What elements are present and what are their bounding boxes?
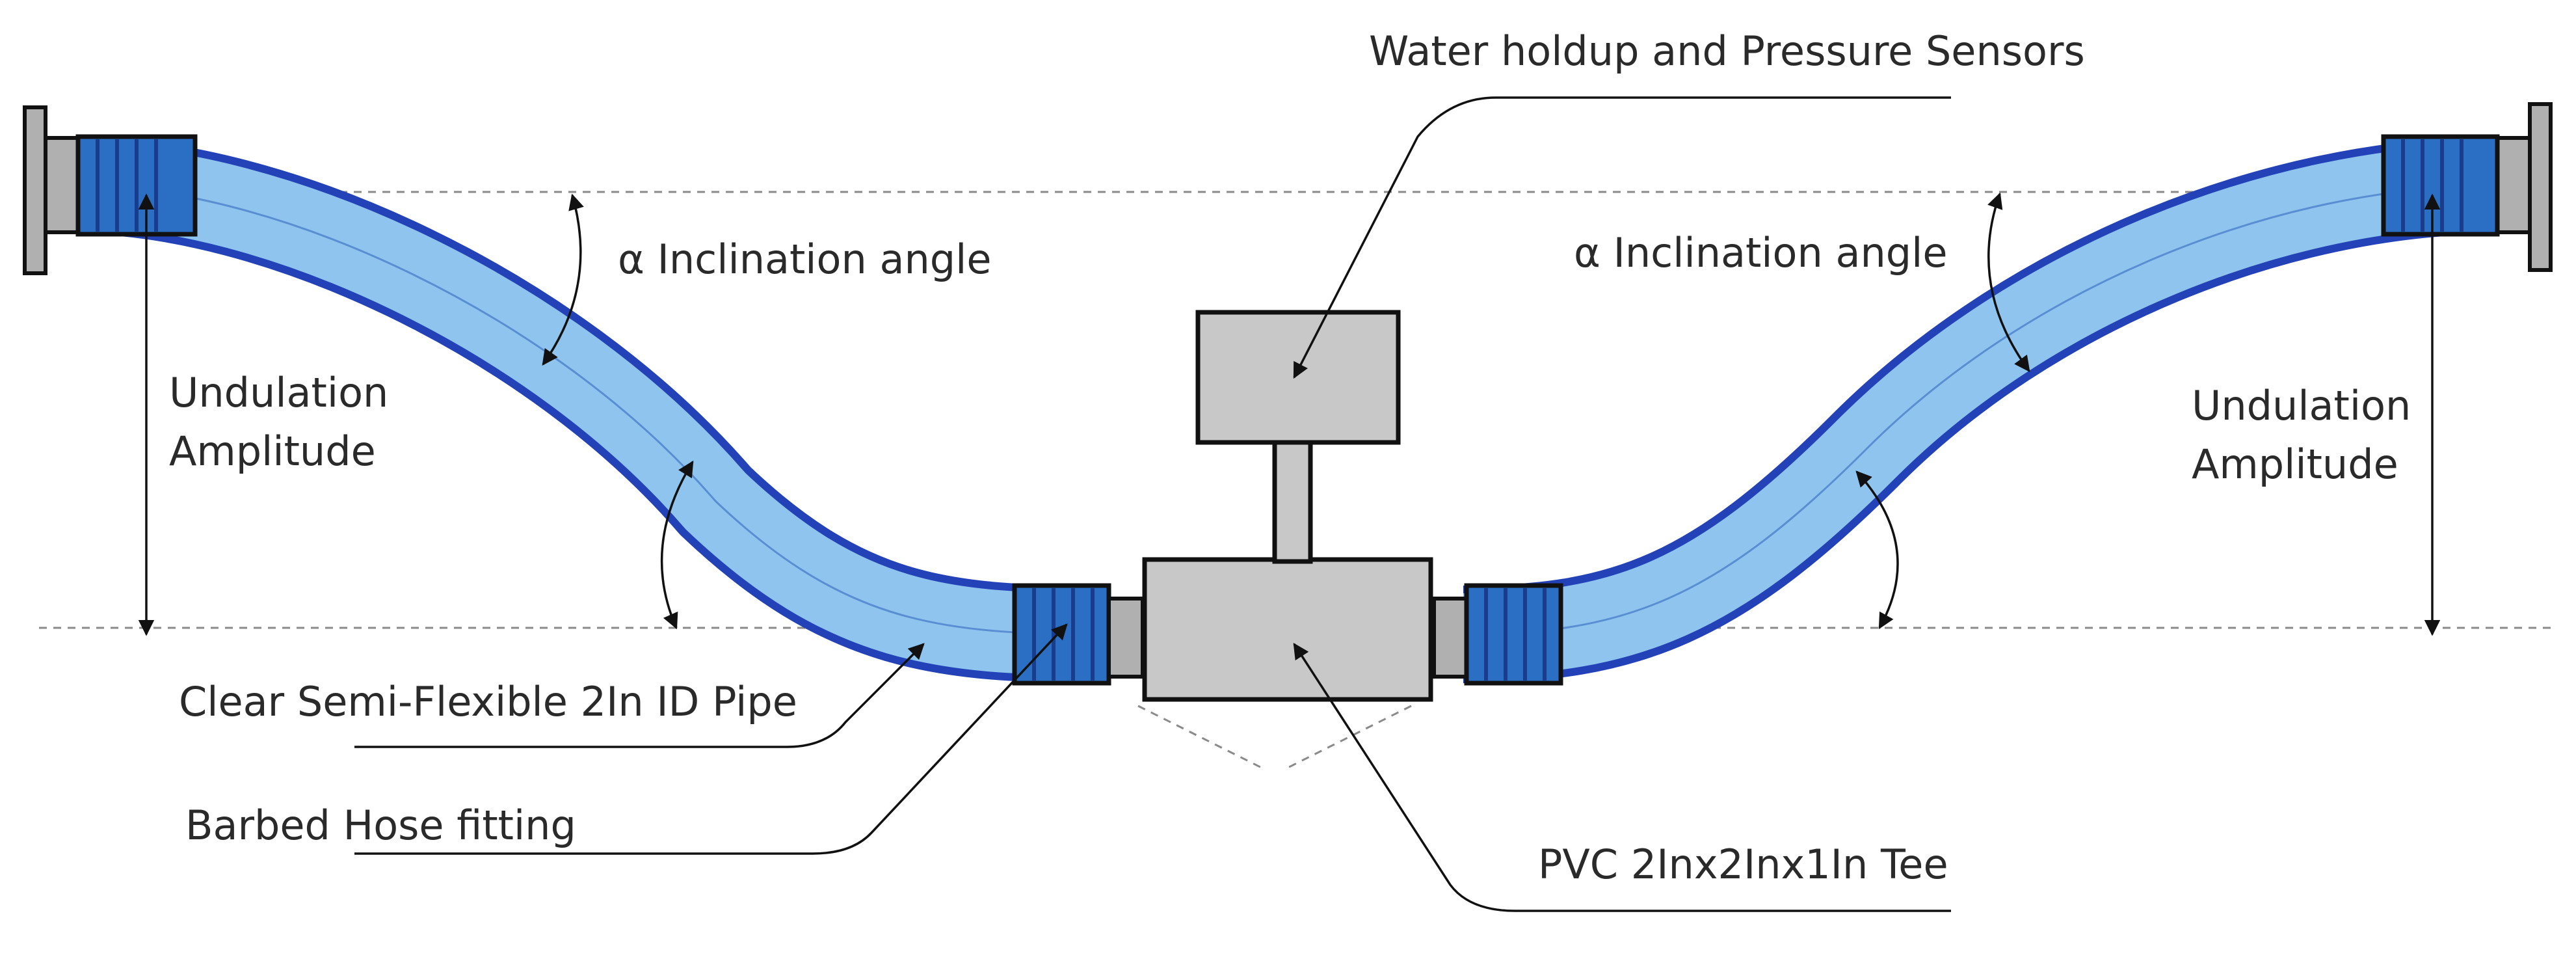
label-amplitude-left-2: Amplitude — [169, 427, 376, 475]
label-amplitude-left-1: Undulation — [169, 369, 388, 416]
fitting-bottom-left — [1012, 583, 1145, 686]
leader-pipe — [354, 643, 925, 748]
angle-arc-bottom-left — [660, 460, 694, 630]
angle-arc-top-left — [542, 193, 584, 366]
label-hose-fitting: Barbed Hose fitting — [185, 802, 576, 849]
leader-sensors — [1293, 96, 1951, 379]
label-amplitude-right-2: Amplitude — [2192, 440, 2398, 488]
left-pipe — [77, 137, 1106, 683]
angle-arc-bottom-right — [1855, 470, 1899, 630]
label-amplitude-right-1: Undulation — [2192, 382, 2411, 429]
fitting-top-right — [2381, 134, 2500, 237]
construction-line-right — [1287, 705, 1412, 769]
pvc-tee — [1142, 557, 1433, 702]
right-end-flange — [2492, 102, 2553, 272]
tee-branch — [1272, 437, 1313, 564]
angle-arc-top-right — [1987, 192, 2030, 372]
label-tee: PVC 2Inx2Inx1In Tee — [1538, 841, 1948, 888]
right-pipe — [1463, 137, 2498, 683]
leader-hose-fitting — [354, 623, 1068, 855]
fitting-bottom-right — [1432, 583, 1563, 686]
sensor-box — [1195, 310, 1401, 445]
construction-line-left — [1137, 705, 1262, 769]
left-end-flange — [23, 105, 83, 275]
label-inclination-right: α Inclination angle — [1574, 229, 1947, 277]
label-inclination-left: α Inclination angle — [618, 236, 991, 283]
label-sensors: Water holdup and Pressure Sensors — [1369, 27, 2085, 75]
label-pipe: Clear Semi-Flexible 2In ID Pipe — [179, 678, 797, 725]
fitting-top-left — [75, 134, 198, 237]
leader-tee — [1293, 642, 1951, 912]
